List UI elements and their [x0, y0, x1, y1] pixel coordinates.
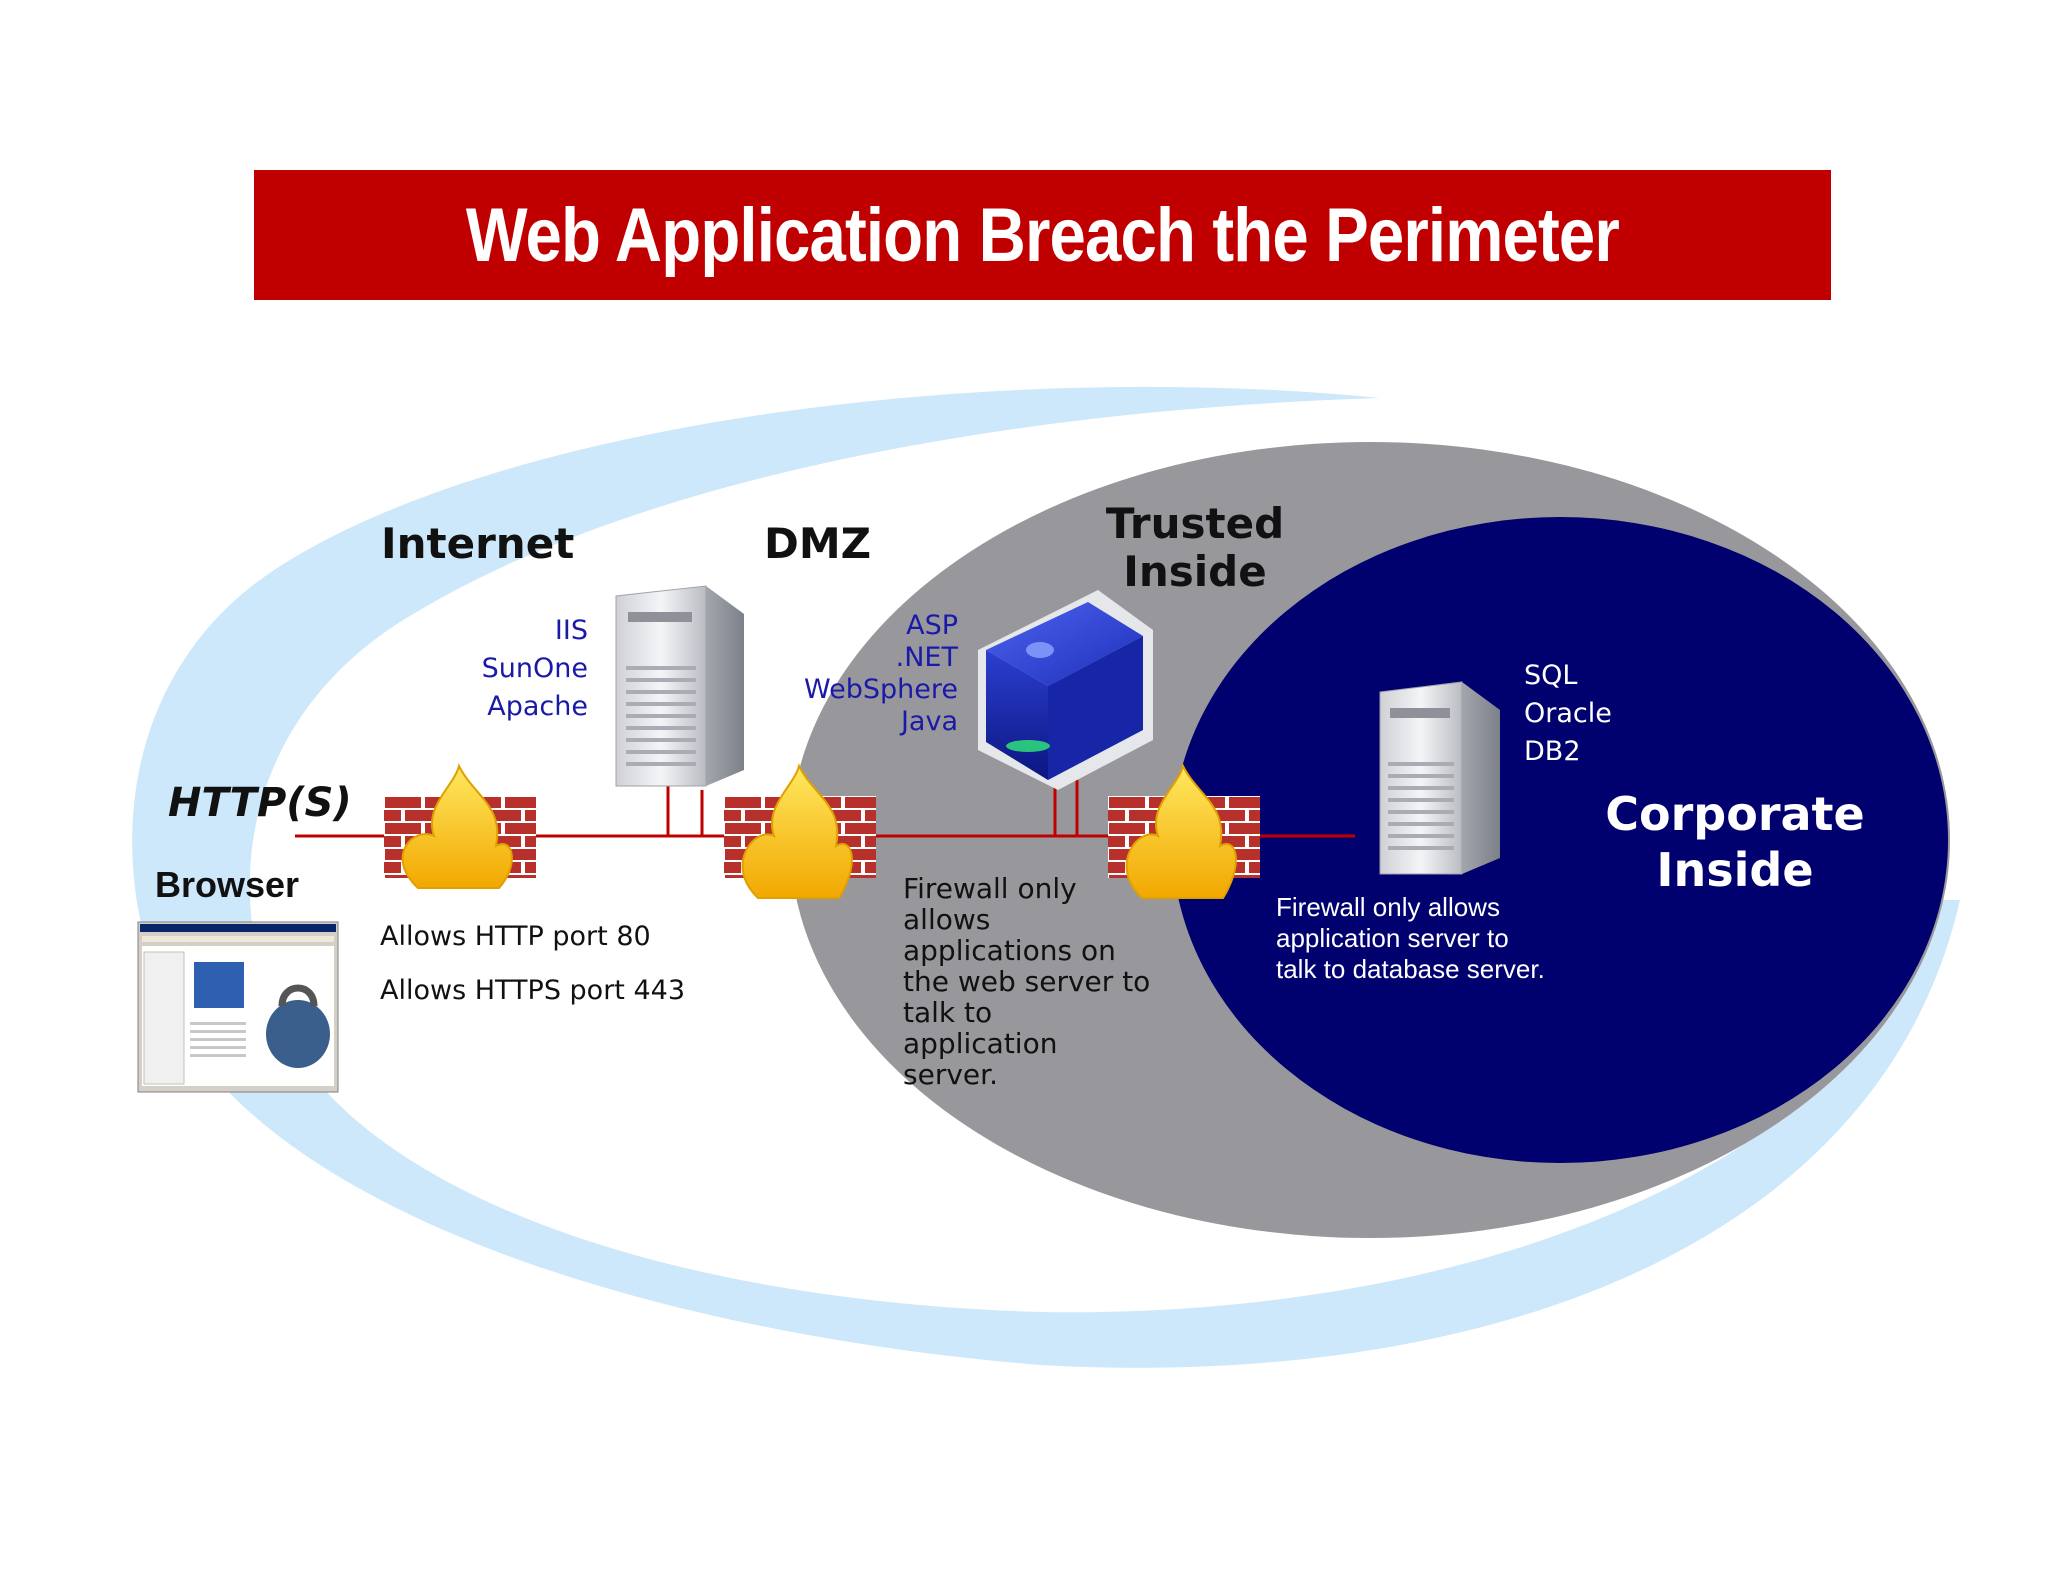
browser-window-icon: [137, 921, 339, 1093]
inner-firewall-note: Firewall only allows application server …: [1276, 892, 1545, 984]
firewall-rule: Allows HTTP port 80: [380, 921, 651, 952]
firewall-icon: [384, 763, 536, 889]
page-title: Web Application Breach the Perimeter: [465, 192, 1620, 278]
web-server-item: SunOne: [481, 653, 588, 684]
firewall-icon: [724, 763, 876, 899]
middle-firewall-note: Firewall only allows applications on the…: [903, 872, 1151, 1091]
corporate-inside-line-2: Inside: [1656, 843, 1814, 897]
web-server-item: IIS: [554, 615, 588, 646]
app-server-item: ASP: [906, 610, 958, 641]
outer-firewall-rules: Allows HTTP port 80 Allows HTTPS port 44…: [380, 910, 685, 1018]
db-server-item: Oracle: [1524, 698, 1612, 729]
title-banner: Web Application Breach the Perimeter: [254, 170, 1831, 300]
web-server-list: IIS SunOne Apache: [440, 612, 588, 726]
protocol-label: HTTP(S): [168, 780, 352, 826]
app-server-item: WebSphere: [804, 674, 958, 705]
database-server-icon: [1379, 681, 1500, 875]
corporate-inside-label: Corporate Inside: [1590, 786, 1880, 898]
browser-label: Browser: [155, 864, 300, 905]
firewall-icon: [1108, 763, 1260, 899]
corporate-inside-zone: [1172, 517, 1948, 1163]
app-server-item: .NET: [895, 642, 958, 673]
firewall-rule: Allows HTTPS port 443: [380, 975, 686, 1006]
web-server-icon: [615, 585, 744, 787]
app-server-list: ASP .NET WebSphere Java: [790, 610, 958, 738]
db-server-item: DB2: [1524, 736, 1581, 767]
trusted-inside-label: Trusted Inside: [1100, 500, 1290, 596]
app-server-item: Java: [900, 706, 958, 737]
db-server-list: SQL Oracle DB2: [1524, 657, 1612, 771]
trusted-inside-line-2: Inside: [1123, 547, 1267, 596]
application-server-icon: [978, 590, 1153, 790]
web-server-item: Apache: [487, 691, 588, 722]
db-server-item: SQL: [1524, 660, 1578, 691]
corporate-inside-line-1: Corporate: [1605, 787, 1865, 841]
internet-zone-label: Internet: [381, 519, 575, 568]
dmz-zone-label: DMZ: [764, 519, 872, 568]
trusted-inside-line-1: Trusted: [1105, 499, 1285, 548]
